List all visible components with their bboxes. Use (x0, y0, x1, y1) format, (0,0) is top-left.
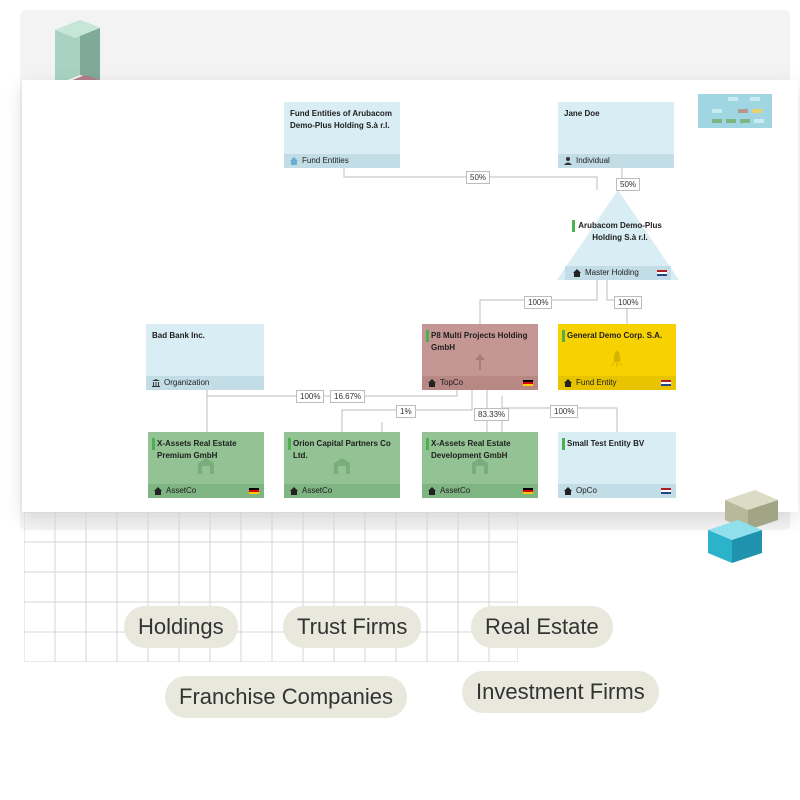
ownership-label[interactable]: 1% (396, 405, 416, 418)
node-name: Fund Entities of Arubacom Demo-Plus Hold… (290, 109, 392, 130)
flag-de-icon (249, 488, 259, 494)
node-bad-bank[interactable]: Bad Bank Inc. Organization (146, 324, 264, 390)
node-accent (152, 438, 155, 450)
node-accent (562, 330, 565, 342)
node-type-label: TopCo (440, 378, 464, 387)
node-jane-doe[interactable]: Jane Doe Individual (558, 102, 674, 168)
flag-de-icon (523, 488, 533, 494)
node-type-label: Fund Entity (576, 378, 617, 387)
node-accent (288, 438, 291, 450)
node-type-label: Organization (164, 378, 210, 387)
home-icon (428, 487, 436, 495)
bank-icon (152, 379, 160, 387)
home-icon (564, 379, 572, 387)
flag-nl-icon (661, 380, 671, 386)
node-type-label: OpCo (576, 486, 597, 495)
home-icon (290, 157, 298, 165)
ownership-label[interactable]: 16.67% (330, 390, 366, 403)
node-name: P8 Multi Projects Holding GmbH (431, 331, 528, 352)
node-name: Arubacom Demo-Plus Holding S.à r.l. (578, 221, 662, 242)
node-type: OpCo (558, 484, 676, 498)
node-name: X-Assets Real Estate Development GmbH (431, 439, 511, 460)
warehouse-icon (472, 458, 488, 474)
node-small-test-entity[interactable]: Small Test Entity BV OpCo (558, 432, 676, 498)
node-type: Fund Entities (284, 154, 400, 168)
ownership-label[interactable]: 50% (616, 178, 641, 191)
warehouse-icon (334, 458, 350, 474)
ownership-label[interactable]: 100% (550, 405, 579, 418)
home-icon (573, 269, 581, 277)
minimap-preview (712, 97, 764, 123)
flag-de-icon (523, 380, 533, 386)
brand-cube-icon (708, 490, 778, 563)
background-grid (24, 512, 518, 662)
node-p8-multi-projects[interactable]: P8 Multi Projects Holding GmbH TopCo (422, 324, 538, 390)
minimap[interactable] (698, 94, 772, 128)
node-type: AssetCo (148, 484, 264, 498)
node-accent (426, 438, 429, 450)
node-type-label: AssetCo (440, 486, 471, 495)
node-type-label: Individual (576, 156, 610, 165)
home-icon (154, 487, 162, 495)
ownership-label[interactable]: 100% (614, 296, 643, 309)
node-name: X-Assets Real Estate Premium GmbH (157, 439, 237, 460)
node-name: Bad Bank Inc. (152, 331, 205, 340)
node-type: AssetCo (284, 484, 400, 498)
connector-lines (206, 167, 628, 432)
node-name: Small Test Entity BV (567, 439, 645, 448)
home-icon (290, 487, 298, 495)
node-name: Jane Doe (564, 109, 600, 118)
ownership-label[interactable]: 100% (296, 390, 325, 403)
category-pill-real-estate[interactable]: Real Estate (471, 606, 613, 648)
node-xassets-development[interactable]: X-Assets Real Estate Development GmbH As… (422, 432, 538, 498)
home-icon (564, 487, 572, 495)
node-arubacom[interactable]: Arubacom Demo-Plus Holding S.à r.l. Mast… (557, 190, 679, 280)
node-fund-entities[interactable]: Fund Entities of Arubacom Demo-Plus Hold… (284, 102, 400, 168)
ownership-label[interactable]: 83.33% (474, 408, 510, 421)
category-pill-franchise-companies[interactable]: Franchise Companies (165, 676, 407, 718)
node-type-label: Fund Entities (302, 156, 349, 165)
node-accent (562, 438, 565, 450)
arrow-up-icon (475, 354, 485, 370)
person-icon (564, 157, 572, 165)
home-icon (428, 379, 436, 387)
node-type-label: AssetCo (302, 486, 333, 495)
node-accent (572, 220, 575, 232)
node-name: Orion Capital Partners Co Ltd. (293, 439, 391, 460)
node-type: Individual (558, 154, 674, 168)
node-type-label: AssetCo (166, 486, 197, 495)
warehouse-icon (198, 458, 214, 474)
node-type: Master Holding (567, 266, 669, 280)
node-name: General Demo Corp. S.A. (567, 331, 663, 340)
node-type: Organization (146, 376, 264, 390)
rocket-icon (611, 350, 623, 368)
org-chart-canvas[interactable]: Fund Entities of Arubacom Demo-Plus Hold… (22, 80, 798, 512)
node-xassets-premium[interactable]: X-Assets Real Estate Premium GmbH AssetC… (148, 432, 264, 498)
ownership-label[interactable]: 100% (524, 296, 553, 309)
ownership-label[interactable]: 50% (466, 171, 491, 184)
node-arubacom-shape (557, 190, 679, 280)
node-type: AssetCo (422, 484, 538, 498)
node-orion-capital[interactable]: Orion Capital Partners Co Ltd. AssetCo (284, 432, 400, 498)
flag-nl-icon (657, 270, 667, 276)
flag-nl-icon (661, 488, 671, 494)
node-general-demo[interactable]: General Demo Corp. S.A. Fund Entity (558, 324, 676, 390)
node-type: TopCo (422, 376, 538, 390)
category-pill-investment-firms[interactable]: Investment Firms (462, 671, 659, 713)
node-accent (426, 330, 429, 342)
node-type-label: Master Holding (585, 268, 639, 277)
node-type: Fund Entity (558, 376, 676, 390)
category-pill-holdings[interactable]: Holdings (124, 606, 238, 648)
category-pill-trust-firms[interactable]: Trust Firms (283, 606, 422, 648)
